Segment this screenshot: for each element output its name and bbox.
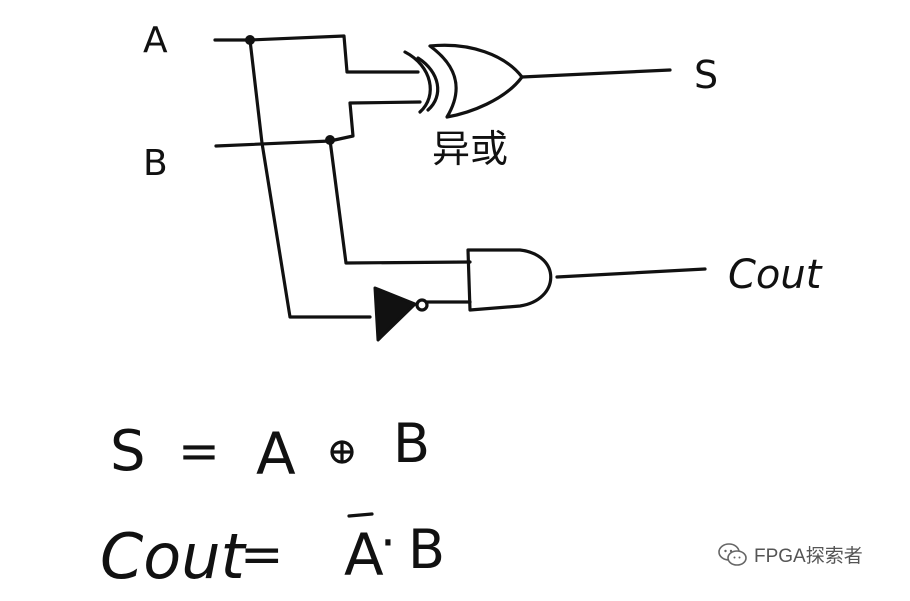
xor-gate-extra-arc: [403, 50, 432, 114]
eq-s-op: ⊕: [0, 0, 1, 1]
label-xor-gate: 异或: [432, 127, 508, 171]
eq-cout-b: B: [408, 518, 445, 581]
and-gate-body: [466, 248, 553, 312]
xor-symbol-cross: [330, 440, 354, 464]
wire-a-down: [248, 38, 372, 319]
wire-cout-output: [555, 267, 707, 279]
junction-dot-b: [325, 135, 335, 145]
not-gate-body: [373, 286, 417, 342]
junction-dot-a: [245, 35, 255, 45]
eq-cout-lhs: Cout: [100, 520, 248, 593]
wire-a-input: [213, 34, 420, 74]
label-input-a: A: [143, 20, 168, 61]
label-output-s: S: [694, 53, 718, 97]
watermark: FPGA探索者: [718, 541, 863, 568]
wire-s-output: [520, 68, 672, 79]
label-output-cout: Cout: [728, 252, 823, 298]
wechat-icon: [718, 542, 747, 566]
eq-cout-equals: =: [240, 525, 284, 585]
eq-cout-a: A: [344, 521, 384, 589]
eq-s-b: B: [393, 412, 430, 475]
watermark-text: FPGA探索者: [754, 546, 863, 567]
eq-s-equals: =: [178, 422, 220, 480]
not-gate-bubble: [415, 298, 429, 312]
wire-b-input: [214, 100, 422, 148]
xor-gate-body: [428, 43, 524, 119]
wire-b-down: [328, 138, 472, 265]
xor-gate-extra-arc-2: [416, 56, 440, 112]
eq-cout-dot: ·: [380, 514, 396, 572]
overbar-a: [347, 512, 374, 518]
eq-s-a: A: [256, 420, 296, 488]
label-input-b: B: [143, 143, 168, 184]
eq-s-lhs: S: [110, 419, 146, 484]
